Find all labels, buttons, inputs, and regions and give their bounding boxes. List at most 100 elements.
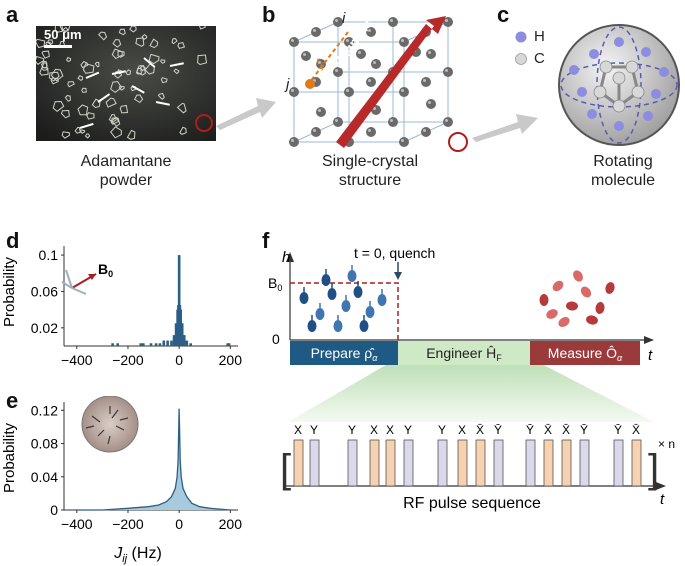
x-tick-label: 0 [175,516,183,532]
arrow-icon [111,70,126,75]
pulse-label: Ȳ [526,423,534,437]
histogram-bar [185,340,189,346]
spin-random [573,270,583,282]
spin-random [605,282,615,294]
atom [371,59,381,69]
atom [301,51,311,61]
atom [366,77,376,87]
atom-highlight [368,129,371,132]
atom-highlight [423,79,426,82]
atom-highlight [313,129,316,132]
y-pulse [613,439,624,487]
x-tick-label: 0 [175,352,183,368]
spin-up [341,300,351,312]
atom-highlight [313,29,316,32]
spin-random [595,302,605,314]
crystal-grain [157,92,165,100]
y-tick-label: 0.1 [39,247,59,263]
spin-up [353,286,363,298]
stage-engineer-bar [398,341,530,365]
crystal-grain [54,26,64,33]
histogram-bar [172,335,176,346]
pulse-label: X̄ [562,423,570,437]
histogram-bar [179,309,182,346]
crystal-grain [61,131,71,139]
atom-highlight [445,69,448,72]
y-tick-label: 0.06 [31,283,58,299]
atom-highlight [390,19,393,22]
y-pulse [525,439,536,487]
crystal-grain [41,50,50,59]
histogram-bar [162,340,166,346]
pulse-label: X [294,423,302,437]
crystal-grain [149,38,159,49]
spin-random [546,309,558,319]
crystal-grain [81,87,87,93]
atom [289,37,299,47]
pulse-label: Y [310,423,318,437]
spin-random [552,280,564,292]
crystal-grain [59,26,71,32]
atom-highlight [373,61,376,64]
arrow-icon [85,71,100,79]
x-pulse [385,439,396,487]
arrow-icon [79,122,94,129]
crystal-grain [36,38,46,49]
atom-highlight [445,119,448,122]
crystal-grain [84,133,91,139]
atom-highlight [346,89,349,92]
pulse-label: Y [438,423,446,437]
histogram-bar [158,343,162,346]
atom-highlight [368,29,371,32]
pulse-label: X̄ [632,423,640,437]
caption-a: Adamantane powder [80,153,172,189]
bracket-right: ] [648,447,659,491]
crystal-grain [160,77,168,84]
atom-highlight [401,139,404,142]
arrow-icon [97,93,111,103]
x-tick-label: 200 [219,352,243,368]
crystal-grain [82,63,95,74]
x-pulse [457,439,468,487]
crystal-grain [110,81,123,94]
pulse-label: Ȳ [580,423,588,437]
crystal-grain [86,112,95,120]
crystal-grain [160,59,166,64]
spin-up [333,320,343,332]
x-pulse [293,439,304,487]
crystal-grain [118,28,126,36]
crystal-grain [171,38,178,45]
spin-random [539,294,549,306]
atom [311,27,321,37]
y-pulse [579,439,590,487]
ylabel-e: Probability [1,422,18,493]
stage-measure-label: Measure Ôα [548,345,623,363]
atom [426,49,436,59]
crystal-grain [94,61,100,68]
atom [388,17,398,27]
atom [443,117,453,127]
atom [289,87,299,97]
atom-highlight [303,53,306,56]
ylabel-d: Probability [1,256,18,327]
spin-up [365,306,375,318]
arrow-icon [169,62,184,67]
scale-bar: 50 μm [44,28,104,54]
atom-highlight [358,51,361,54]
protocol-diagram: h t 0 B0 t = 0, quench Prepare ρ̂α Engin… [268,245,675,512]
atom [289,137,299,147]
polycrystal-inset [81,396,139,453]
atom [344,87,354,97]
pulse-label: Y [348,423,356,437]
spin-up [321,274,331,286]
atom [388,117,398,127]
xlabel-e: Jij (Hz) [113,545,162,565]
crystal-grain [117,50,125,58]
atom-highlight [428,101,431,104]
histogram-bar [170,340,173,346]
histogram-bar [149,343,153,346]
axis-t-bottom: t [660,491,665,508]
pulse-label: X̄ [476,423,484,437]
x-pulse [631,439,642,487]
